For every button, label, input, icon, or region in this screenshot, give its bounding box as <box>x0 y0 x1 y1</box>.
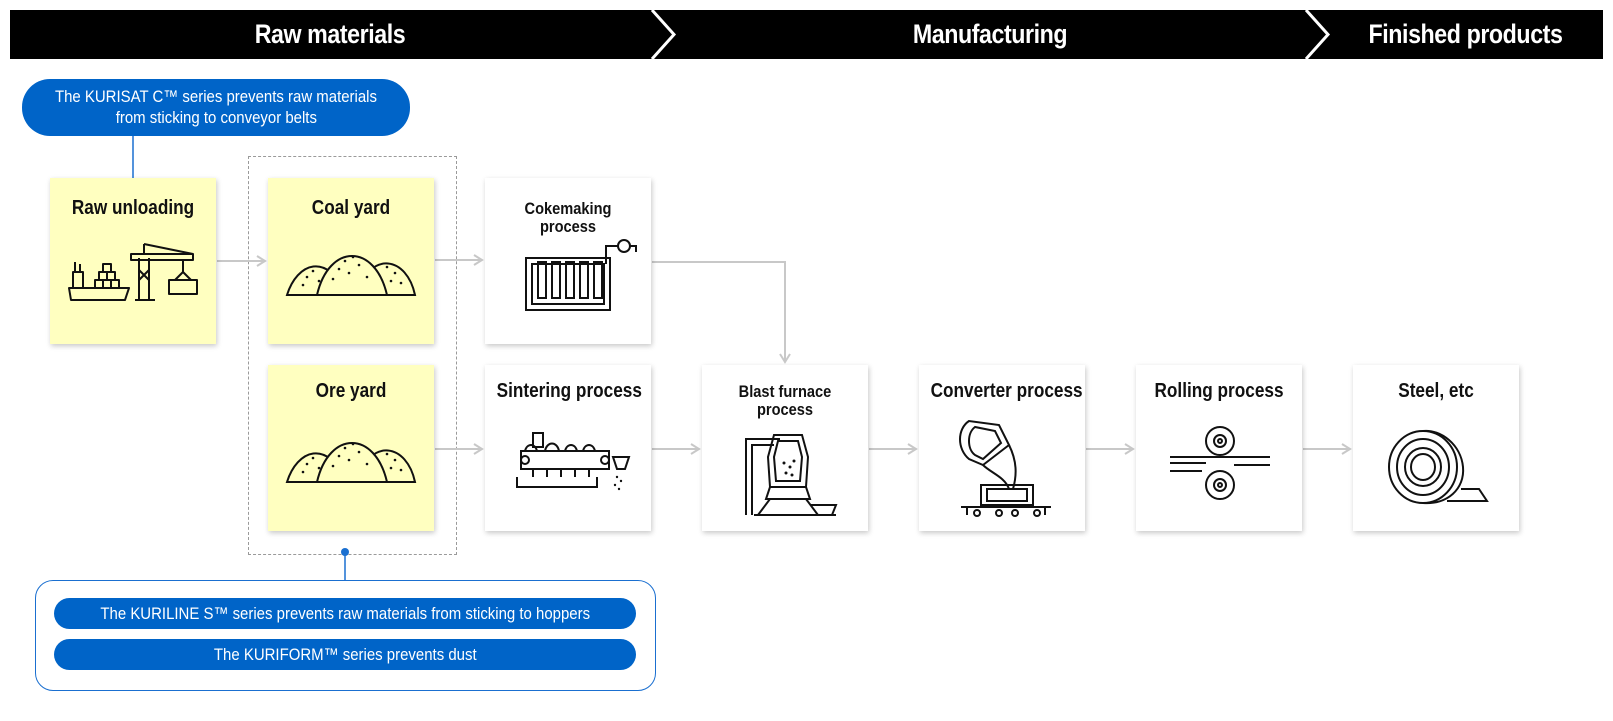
rolling-mill-icon <box>1170 426 1270 500</box>
node-converter: Converter process <box>919 365 1085 531</box>
node-title: Rolling process <box>1154 380 1284 402</box>
kurisat-callout-line1: The KURISAT C™ series prevents raw mater… <box>54 87 378 106</box>
steel-coil-icon <box>1388 429 1489 505</box>
node-title: Sintering process <box>496 380 642 402</box>
node-title: Ore yard <box>315 380 387 402</box>
kurisat-callout-line2: from sticking to conveyor belts <box>115 108 317 127</box>
coke-oven-icon <box>525 239 637 311</box>
ore-pile-icon <box>285 442 417 483</box>
kuriform-callout-text: The KURIFORM™ series prevents dust <box>213 645 477 664</box>
node-title: Blast furnace process <box>738 382 832 419</box>
node-cokemaking: Cokemaking process <box>485 178 651 344</box>
sintering-machine-icon <box>516 432 631 491</box>
node-title: Steel, etc <box>1398 380 1474 402</box>
blast-furnace-icon <box>745 434 838 516</box>
node-blast-furnace: Blast furnace process <box>702 365 868 531</box>
phase-raw-materials: Raw materials <box>254 19 406 49</box>
node-steel: Steel, etc <box>1353 365 1519 531</box>
node-title: Cokemaking process <box>524 199 612 236</box>
node-raw-unloading: Raw unloading <box>50 178 216 344</box>
node-rolling: Rolling process <box>1136 365 1302 531</box>
chevron-divider-icon <box>650 10 677 59</box>
phase-finished-products: Finished products <box>1368 19 1563 49</box>
bottom-callout-box <box>35 580 656 691</box>
kuriform-callout: The KURIFORM™ series prevents dust <box>54 639 636 670</box>
coal-pile-icon <box>285 255 417 296</box>
node-title: Raw unloading <box>71 197 195 219</box>
node-sintering: Sintering process <box>485 365 651 531</box>
node-ore-yard: Ore yard <box>268 365 434 531</box>
yards-group-outline <box>248 156 457 555</box>
kuriline-callout: The KURILINE S™ series prevents raw mate… <box>54 598 636 629</box>
converter-ladle-icon <box>959 419 1051 517</box>
node-coal-yard: Coal yard <box>268 178 434 344</box>
phase-header-bar: Raw materials Manufacturing Finished pro… <box>10 10 1603 59</box>
node-title: Converter process <box>930 380 1083 402</box>
kurisat-callout: The KURISAT C™ series prevents raw mater… <box>22 79 410 136</box>
ship-and-crane-icon <box>68 243 198 301</box>
phase-manufacturing: Manufacturing <box>912 19 1068 49</box>
kuriline-callout-text: The KURILINE S™ series prevents raw mate… <box>100 604 590 623</box>
node-title: Coal yard <box>311 197 391 219</box>
chevron-divider-icon <box>1304 10 1331 59</box>
